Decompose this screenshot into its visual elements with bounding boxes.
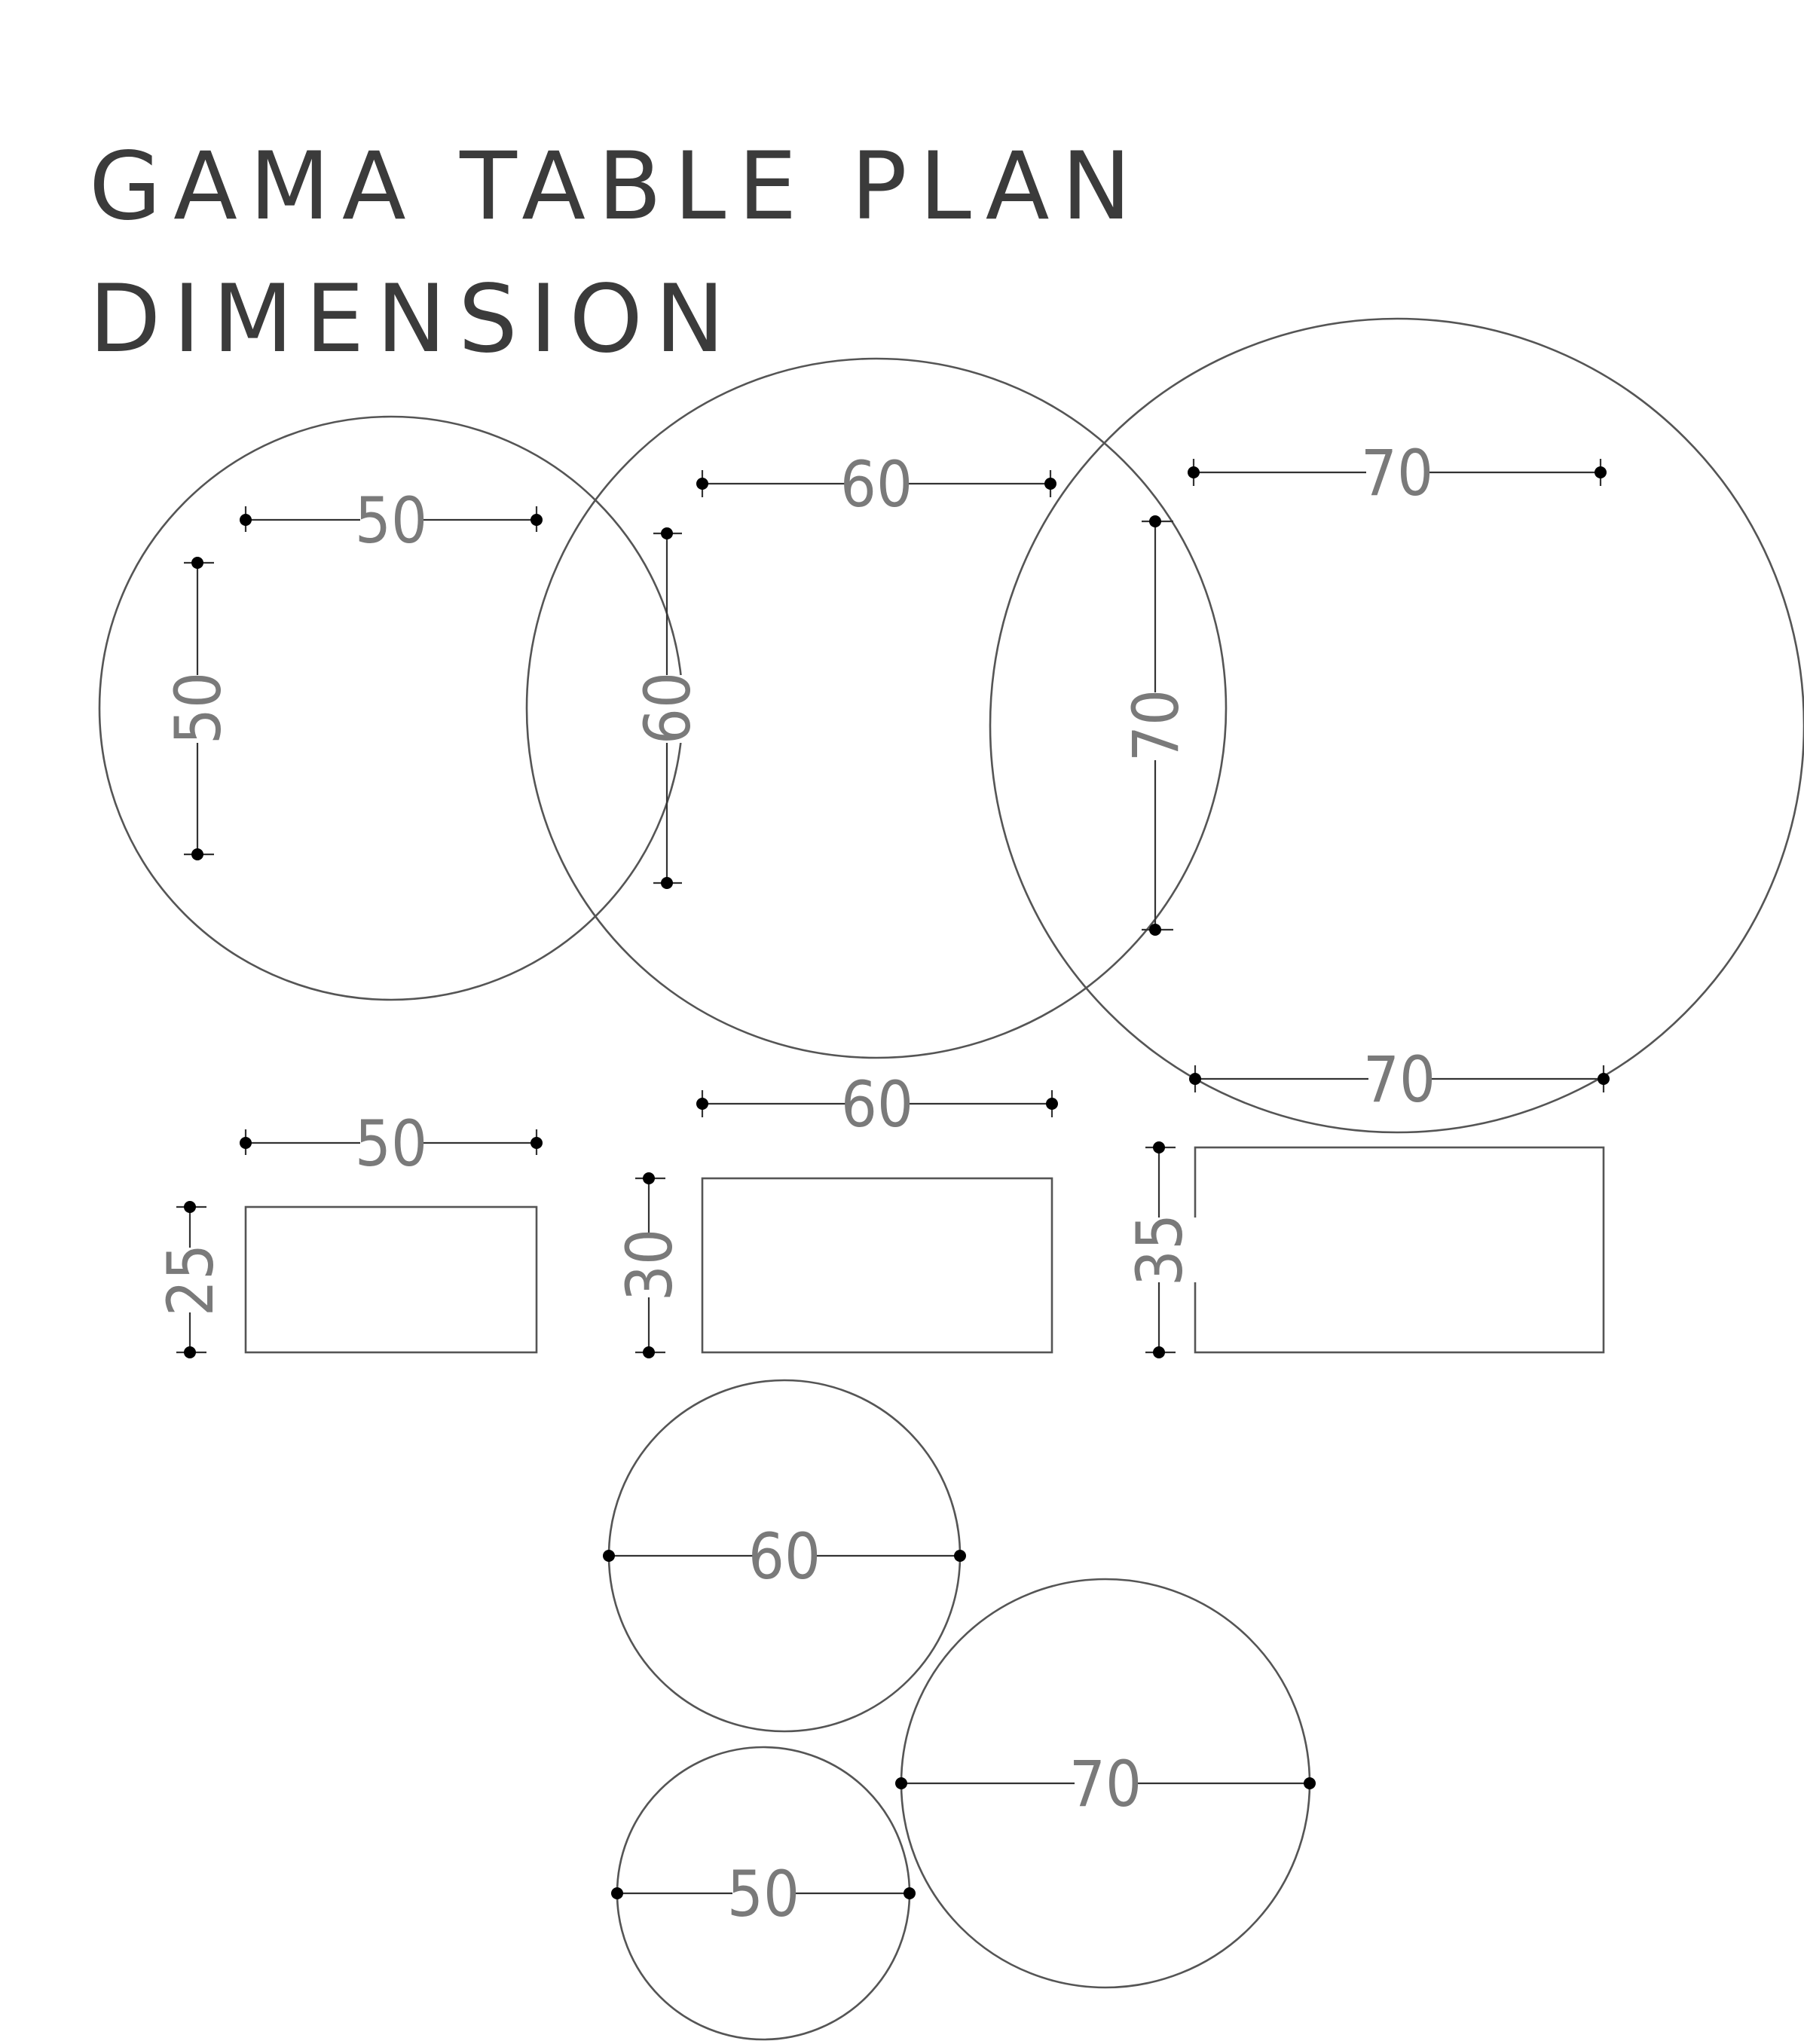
dimension-endpoint xyxy=(611,1887,623,1899)
page-title: GAMA TABLE PLAN DIMENSION xyxy=(89,121,1143,386)
dimension-endpoint xyxy=(1598,1073,1610,1085)
height-dimension: 25 xyxy=(152,1201,228,1358)
dimension-endpoint xyxy=(904,1887,916,1899)
dimension-label-background xyxy=(1075,1746,1136,1821)
width-label: 50 xyxy=(355,484,427,558)
nested-table-70: 70 xyxy=(895,1578,1316,1989)
height-dimension: 35 xyxy=(1121,1141,1197,1358)
page-title-line-1: GAMA TABLE PLAN xyxy=(89,133,1144,241)
width-label: 60 xyxy=(840,448,913,521)
table-50-elevation: 50 25 xyxy=(152,1105,543,1358)
round-table-50-plan: 50 50 xyxy=(98,415,684,1001)
table-top-circle xyxy=(525,357,1228,1059)
width-dimension: 60 xyxy=(696,1066,1058,1141)
dimension-label-background xyxy=(152,1248,228,1312)
table-elevation-rect xyxy=(701,1177,1053,1354)
dimension-label-background xyxy=(629,675,705,743)
dimension-endpoint xyxy=(240,514,252,526)
diameter-label: 50 xyxy=(727,1857,800,1931)
dimension-endpoint xyxy=(1153,1141,1165,1153)
dimension-endpoint xyxy=(530,1137,543,1149)
dimension-label-background xyxy=(845,446,907,521)
dimension-endpoint xyxy=(1149,924,1161,936)
dimension-endpoint xyxy=(1304,1777,1316,1789)
dimension-endpoint xyxy=(530,514,543,526)
dimension-endpoint xyxy=(603,1550,615,1562)
dimension-endpoint xyxy=(191,848,203,860)
dimension-endpoint xyxy=(184,1346,196,1358)
dimension-endpoint xyxy=(1595,466,1607,478)
nested-table-50: 50 xyxy=(611,1746,916,2041)
page-title-line-2: DIMENSION xyxy=(89,265,737,374)
dimension-endpoint xyxy=(696,478,708,490)
dimension-endpoint xyxy=(240,1137,252,1149)
dimension-label-background xyxy=(732,1856,794,1931)
dimension-label-background xyxy=(160,675,235,743)
height-dimension: 30 xyxy=(611,1172,686,1358)
table-top-circle xyxy=(989,317,1804,1134)
dimension-endpoint xyxy=(661,527,673,539)
table-70-elevation: 70 35 xyxy=(1121,1041,1610,1358)
height-label: 70 xyxy=(1119,689,1193,762)
dimension-label-background xyxy=(1368,1041,1430,1117)
dimension-label-background xyxy=(1121,1218,1197,1282)
width-label: 70 xyxy=(1363,1043,1436,1117)
dimension-endpoint xyxy=(895,1777,907,1789)
width-dimension: 50 xyxy=(240,1105,543,1181)
diameter-label: 70 xyxy=(1069,1747,1142,1821)
dimension-label-background xyxy=(611,1233,686,1297)
height-label: 60 xyxy=(631,672,705,744)
height-label: 35 xyxy=(1123,1214,1197,1286)
height-label: 30 xyxy=(613,1229,686,1301)
width-dimension: 50 xyxy=(240,482,543,558)
dimension-label-background xyxy=(360,482,422,558)
dimension-endpoint xyxy=(696,1098,708,1110)
dimension-endpoint xyxy=(184,1201,196,1213)
width-dimension: 70 xyxy=(1188,435,1607,510)
dimension-endpoint xyxy=(1189,1073,1201,1085)
table-60-elevation: 60 30 xyxy=(611,1066,1058,1358)
dimension-label-background xyxy=(360,1105,422,1181)
dimension-endpoint xyxy=(643,1346,655,1358)
dimension-endpoint xyxy=(1188,466,1200,478)
table-elevation-rect xyxy=(1194,1146,1605,1354)
round-table-70-plan: 70 70 xyxy=(989,317,1804,1134)
nested-table-60: 60 xyxy=(603,1379,966,1733)
dimension-endpoint xyxy=(1044,478,1056,490)
width-dimension: 60 xyxy=(696,446,1056,521)
height-label: 50 xyxy=(161,672,235,744)
width-dimension: 70 xyxy=(1189,1041,1610,1117)
dimension-endpoint xyxy=(1149,515,1161,527)
round-table-60-plan: 60 60 xyxy=(525,357,1228,1059)
height-dimension: 60 xyxy=(629,527,705,889)
dimension-endpoint xyxy=(191,557,203,569)
diameter-label: 60 xyxy=(748,1520,821,1593)
dimension-label-background xyxy=(846,1066,908,1141)
dimension-label-background xyxy=(754,1518,815,1593)
table-elevation-rect xyxy=(244,1205,538,1354)
height-label: 25 xyxy=(154,1244,228,1316)
height-dimension: 50 xyxy=(160,557,235,860)
height-dimension: 70 xyxy=(1118,515,1193,936)
dimension-endpoint xyxy=(661,877,673,889)
width-label: 50 xyxy=(355,1107,427,1181)
dimension-endpoint xyxy=(1046,1098,1058,1110)
diameter-dimension: 70 xyxy=(895,1746,1316,1821)
width-label: 60 xyxy=(841,1068,913,1141)
diameter-dimension: 50 xyxy=(611,1856,916,1931)
width-label: 70 xyxy=(1361,436,1433,510)
dimension-endpoint xyxy=(1153,1346,1165,1358)
diameter-dimension: 60 xyxy=(603,1518,966,1593)
dimension-endpoint xyxy=(954,1550,966,1562)
dimension-label-background xyxy=(1366,435,1428,510)
dimension-endpoint xyxy=(643,1172,655,1184)
dimension-label-background xyxy=(1118,692,1193,760)
